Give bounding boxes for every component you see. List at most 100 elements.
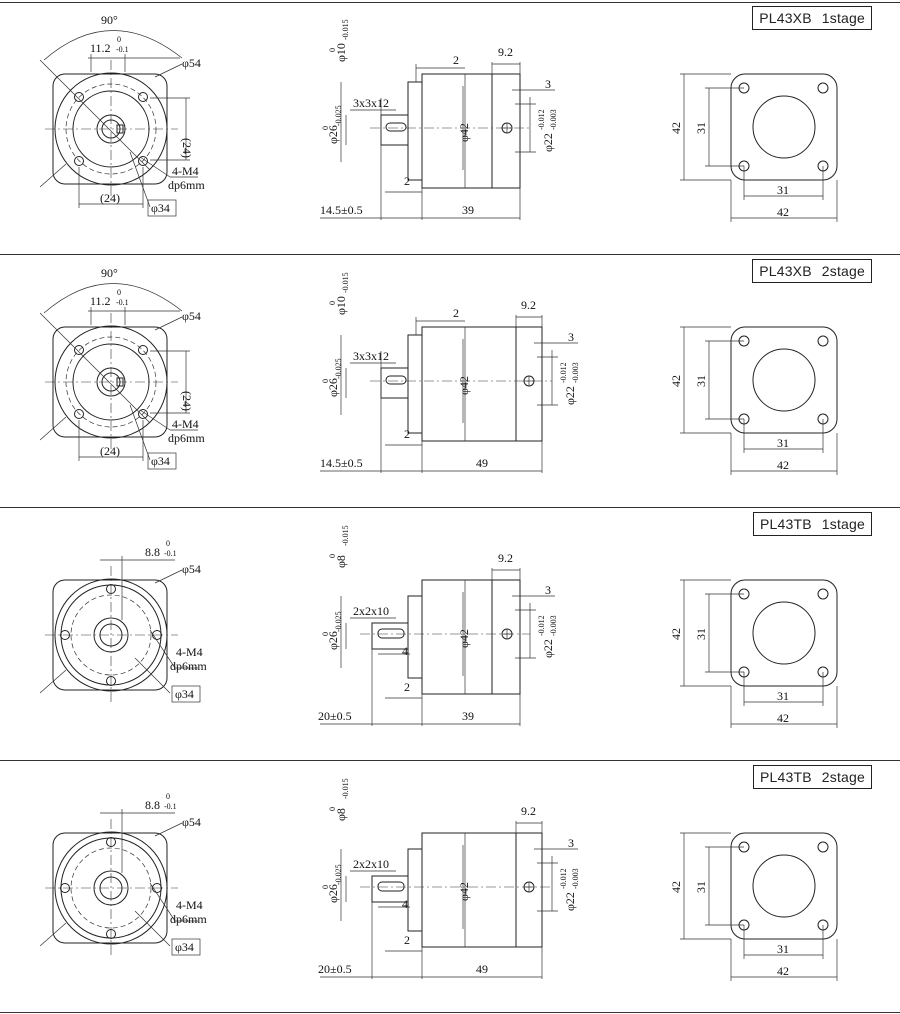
pilot-tol-dn: -0.025 xyxy=(334,864,343,885)
hole-h-label: 31 xyxy=(777,436,789,450)
back-view: 42 31 31 42 xyxy=(669,326,838,475)
width-label: 42 xyxy=(777,458,789,472)
mount-hole xyxy=(817,82,829,94)
hole-h-label: 31 xyxy=(777,689,789,703)
in-tol-dn: -0.003 xyxy=(571,868,580,889)
hole-h-label: 31 xyxy=(777,183,789,197)
flange-dia-label: φ54 xyxy=(182,562,201,576)
depth-label: dp6mm xyxy=(170,912,207,926)
angle-label: 90° xyxy=(101,266,118,280)
len-92-label: 9.2 xyxy=(521,804,536,818)
center-bore xyxy=(752,95,816,159)
height-label: 42 xyxy=(669,122,683,134)
holes-label: 4-M4 xyxy=(172,417,199,431)
pilot-box xyxy=(147,199,177,217)
holes-label: 4-M4 xyxy=(176,645,203,659)
side-view: φ10 0 -0.015 φ26 0 -0.025 3x3x12 2 9.2 3… xyxy=(320,272,580,473)
shaft-len-label: 14.5±0.5 xyxy=(320,203,363,217)
side-view: φ8 0 -0.015 φ26 0 -0.025 2x2x10 9.2 3 φ4… xyxy=(318,525,558,726)
shaft-len-label: 20±0.5 xyxy=(318,709,352,723)
mount-hole xyxy=(817,335,829,347)
height-label: 42 xyxy=(669,375,683,387)
back-view: 42 31 31 42 xyxy=(669,73,838,222)
pilot-tol-dn: -0.025 xyxy=(334,611,343,632)
shaft-tol-up: 0 xyxy=(328,554,337,558)
pilot-label: φ34 xyxy=(151,201,170,215)
model-name: PL43TB xyxy=(759,769,812,785)
top-border xyxy=(0,2,900,3)
shaft-tol-dn: -0.015 xyxy=(341,272,350,293)
drawing-svg: 8.8 0 -0.1 φ54 4-M4 dp6mm φ34 xyxy=(39,525,838,728)
shaft-tol-up: 0 xyxy=(328,48,337,52)
len-2b-label: 2 xyxy=(404,427,410,441)
in-tol-dn: -0.003 xyxy=(549,109,558,130)
body-dia-label: φ42 xyxy=(457,123,471,142)
model-name: PL43TB xyxy=(759,516,812,532)
height-label: 42 xyxy=(669,628,683,640)
shaft-dia-label: φ8 xyxy=(334,555,348,568)
len-92-label: 9.2 xyxy=(498,45,513,59)
pilot-dia-label: φ26 xyxy=(326,125,340,144)
bolt-hole xyxy=(74,156,84,166)
key-inset-label: 4 xyxy=(402,897,408,911)
front-view: 8.8 0 -0.1 φ54 4-M4 dp6mm φ34 xyxy=(39,539,207,704)
key-offset-label: 8.8 xyxy=(145,545,160,559)
shaft-tol-dn: -0.015 xyxy=(341,525,350,546)
body-len-label: 49 xyxy=(476,456,488,470)
bolt-h-label: (24) xyxy=(100,191,120,205)
key-offset-label: 8.8 xyxy=(145,798,160,812)
pilot-dia-label: φ26 xyxy=(326,378,340,397)
stage-label: 2stage xyxy=(821,263,865,279)
mount-hole xyxy=(817,588,829,600)
bolt-hole xyxy=(74,409,84,419)
len-2b-label: 2 xyxy=(404,174,410,188)
stage-label: 2stage xyxy=(821,769,865,785)
pilot-tol-up: 0 xyxy=(321,379,330,383)
separator xyxy=(0,507,900,508)
key-offset-label: 11.2 xyxy=(90,41,111,55)
hole-h-label: 31 xyxy=(777,942,789,956)
pilot-label: φ34 xyxy=(151,454,170,468)
len-2a-label: 2 xyxy=(453,306,459,320)
key-size-label: 2x2x10 xyxy=(353,604,389,618)
bolt-hole xyxy=(138,92,148,102)
key-inset-label: 4 xyxy=(402,644,408,658)
flange-dia-label: φ54 xyxy=(182,309,201,323)
len-92-label: 9.2 xyxy=(521,298,536,312)
key-size-label: 2x2x10 xyxy=(353,857,389,871)
model-name: PL43XB xyxy=(759,10,812,26)
shaft-dia-label: φ8 xyxy=(334,808,348,821)
angle-label: 90° xyxy=(101,13,118,27)
bolt-v-label: (24) xyxy=(180,138,194,158)
holes-label: 4-M4 xyxy=(176,898,203,912)
in-tol-dn: -0.003 xyxy=(571,362,580,383)
in-tol-up: -0.012 xyxy=(537,615,546,636)
back-view: 42 31 31 42 xyxy=(669,579,838,728)
shaft-tol-up: 0 xyxy=(328,807,337,811)
front-view: 8.8 0 -0.1 φ54 4-M4 dp6mm φ34 xyxy=(39,792,207,957)
flange-dia-label: φ54 xyxy=(182,56,201,70)
mount-hole xyxy=(817,841,829,853)
flange-dia-label: φ54 xyxy=(182,815,201,829)
body-dia-label: φ42 xyxy=(457,629,471,648)
body-len-label: 39 xyxy=(462,709,474,723)
depth-label: dp6mm xyxy=(170,659,207,673)
motor-face xyxy=(730,73,838,181)
shaft-tol-up: 0 xyxy=(328,301,337,305)
len-3-label: 3 xyxy=(568,330,574,344)
key-offset-tol-dn: -0.1 xyxy=(116,298,129,307)
pilot-tol-up: 0 xyxy=(321,126,330,130)
bolt-hole xyxy=(138,345,148,355)
hole-v-label: 31 xyxy=(694,122,708,134)
key-offset-tol-up: 0 xyxy=(117,288,121,297)
body-len-label: 49 xyxy=(476,962,488,976)
back-view: 42 31 31 42 xyxy=(669,832,838,981)
panel-pl43tb-2stage: PL43TB 2stage xyxy=(0,761,900,1014)
len-3-label: 3 xyxy=(545,583,551,597)
in-tol-up: -0.012 xyxy=(559,868,568,889)
key-offset-label: 11.2 xyxy=(90,294,111,308)
